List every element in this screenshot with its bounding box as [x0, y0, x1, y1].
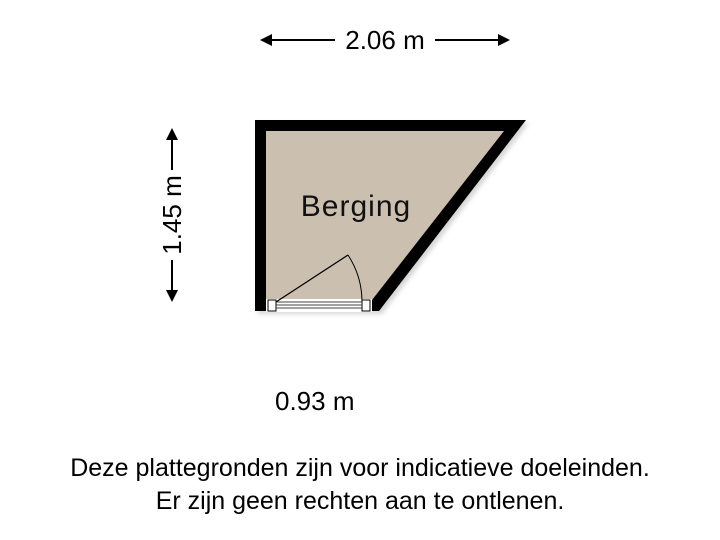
room-label: Berging	[301, 190, 411, 223]
bottom-dimension-label: 0.93 m	[275, 386, 355, 416]
arrow-down-icon	[166, 260, 178, 302]
arrow-left-icon	[259, 34, 336, 46]
arrow-right-icon	[434, 34, 511, 46]
width-dimension: 2.06 m	[259, 22, 511, 58]
height-label: 1.45 m	[157, 175, 187, 255]
door-jamb-right	[361, 299, 371, 312]
width-label: 2.06 m	[345, 24, 425, 55]
room-floor	[266, 131, 504, 300]
disclaimer-line-2: Er zijn geen rechten aan te ontlenen.	[155, 487, 565, 515]
disclaimer-line-1: Deze plattegronden zijn voor indicatieve…	[70, 454, 650, 482]
door-swing-arc	[347, 254, 363, 303]
height-dimension: 1.45 m	[154, 128, 190, 302]
door-jamb-left	[267, 299, 277, 312]
door-leaf	[275, 254, 349, 303]
disclaimer: Deze plattegronden zijn voor indicatieve…	[0, 452, 720, 518]
arrow-up-icon	[166, 128, 178, 170]
